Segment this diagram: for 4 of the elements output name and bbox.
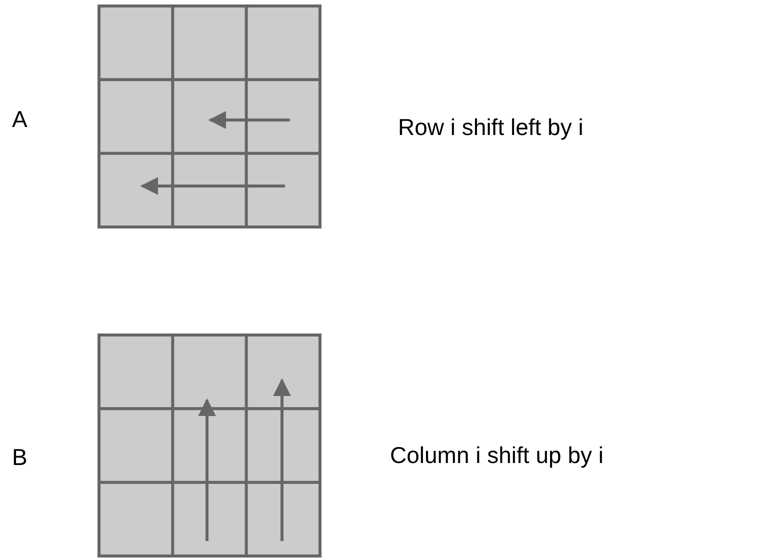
caption-text: Row i shift left by i [398,116,584,139]
panel-letter: A [12,108,28,131]
panel-letter: B [12,446,28,469]
caption-text: Column i shift up by i [390,444,604,467]
